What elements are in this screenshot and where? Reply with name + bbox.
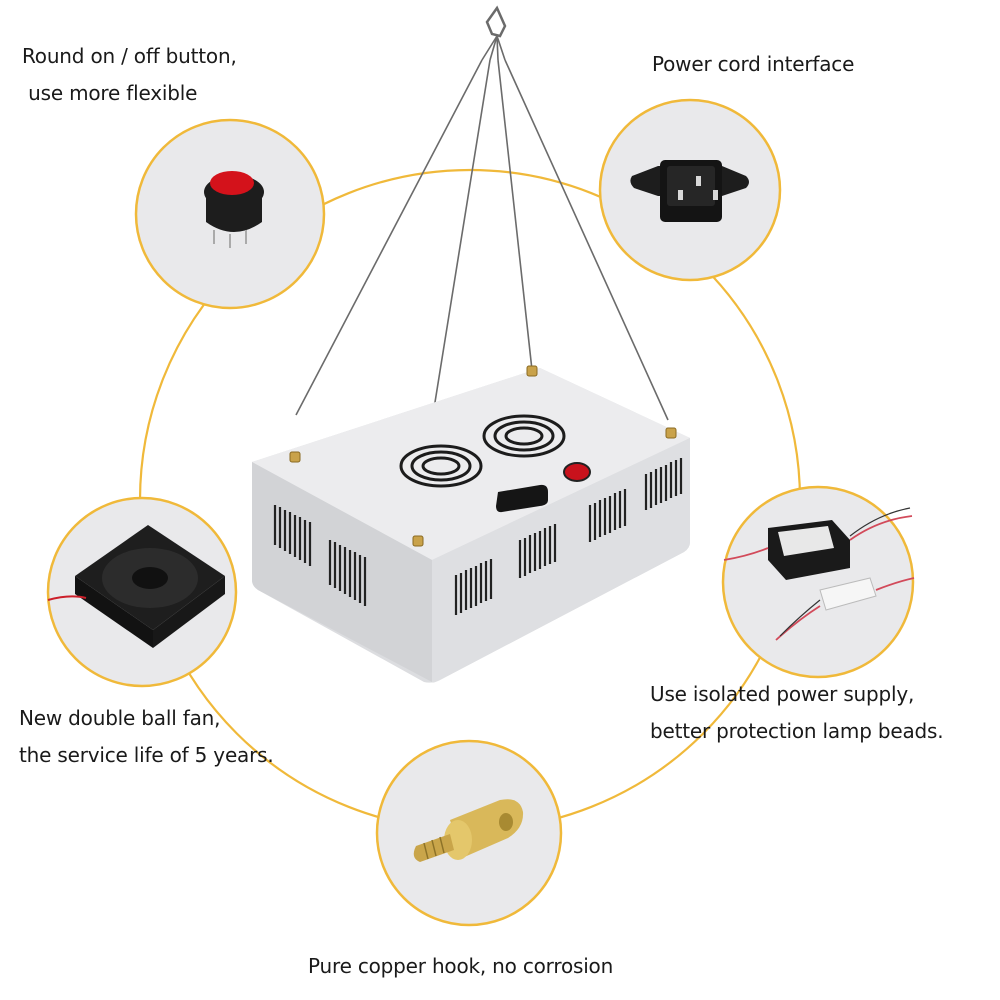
bubble-power-supply — [721, 485, 915, 679]
feature-text-line: the service life of 5 years. — [19, 743, 274, 767]
feature-label-switch: Round on / off button, use more flexible — [22, 38, 237, 112]
housing-switch — [563, 462, 591, 482]
housing-power-socket — [496, 484, 548, 513]
feature-text-line: use more flexible — [22, 81, 198, 105]
feature-text-line: Use isolated power supply, — [650, 682, 915, 706]
bubble-power-cord — [598, 98, 782, 282]
feature-label-fan: New double ball fan, the service life of… — [19, 700, 274, 774]
bubble-fan — [46, 496, 238, 688]
feature-label-power-cord: Power cord interface — [652, 46, 854, 83]
feature-text-line: New double ball fan, — [19, 706, 221, 730]
feature-text-line: better protection lamp beads. — [650, 719, 944, 743]
feature-text-line: Round on / off button, — [22, 44, 237, 68]
bubble-switch — [134, 118, 326, 310]
bubble-copper-hook — [375, 739, 563, 927]
feature-text-line: Power cord interface — [652, 52, 855, 76]
feature-label-power-supply: Use isolated power supply, better protec… — [650, 676, 944, 750]
grow-light-housing — [252, 365, 690, 683]
feature-label-copper-hook: Pure copper hook, no corrosion — [308, 948, 613, 985]
fan-grille — [399, 414, 566, 488]
feature-text-line: Pure copper hook, no corrosion — [308, 954, 614, 978]
